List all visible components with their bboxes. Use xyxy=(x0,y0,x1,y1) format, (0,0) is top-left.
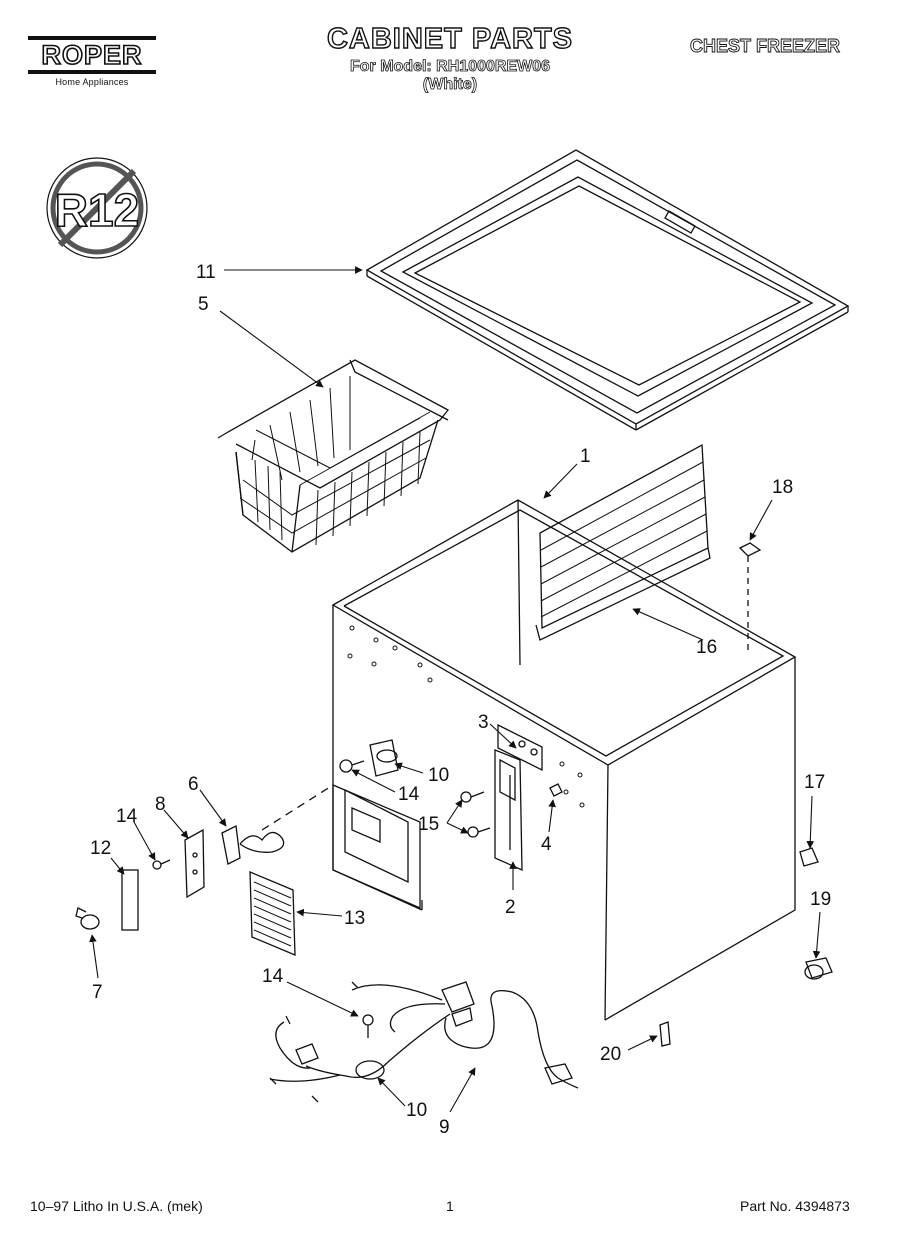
thermostat xyxy=(221,786,331,865)
callout-16: 16 xyxy=(696,637,717,658)
brand-name: ROPER xyxy=(28,36,156,74)
footer-litho: 10–97 Litho In U.S.A. (mek) xyxy=(30,1198,203,1214)
label-plate xyxy=(121,869,139,931)
r12-label: R12 xyxy=(55,184,139,236)
thermostat-plate xyxy=(152,828,205,899)
callout-14-lower: 14 xyxy=(262,966,284,987)
callout-17: 17 xyxy=(804,772,825,793)
callout-20: 20 xyxy=(600,1044,621,1065)
hinge-screws xyxy=(460,783,563,838)
callout-12: 12 xyxy=(90,838,111,859)
clip-20 xyxy=(659,1021,671,1047)
wire-basket xyxy=(217,359,449,553)
model-line: For Model: RH1000REW06 xyxy=(349,58,551,76)
callout-13: 13 xyxy=(344,908,365,929)
callout-3: 3 xyxy=(478,712,489,733)
grille xyxy=(249,871,296,956)
footer-part-number: Part No. 4394873 xyxy=(740,1198,850,1214)
callout-19: 19 xyxy=(810,889,831,910)
thermostat-bracket xyxy=(339,739,399,777)
callout-6: 6 xyxy=(188,774,199,795)
label-18 xyxy=(738,542,762,557)
callout-5: 5 xyxy=(198,294,209,315)
callout-10-lower: 10 xyxy=(406,1100,427,1121)
callout-8: 8 xyxy=(155,794,166,815)
callout-2: 2 xyxy=(505,897,516,918)
callout-7: 7 xyxy=(92,982,103,1003)
product-type: CHEST FREEZER xyxy=(690,36,841,57)
label-17 xyxy=(799,847,819,867)
callout-14-left: 14 xyxy=(116,806,138,827)
callout-9: 9 xyxy=(439,1117,450,1138)
color-line: (White) xyxy=(422,76,478,94)
lid-gasket xyxy=(365,149,850,431)
brand-tagline: Home Appliances xyxy=(55,77,129,87)
no-r12-icon: R12 xyxy=(46,157,148,259)
leveling-leg xyxy=(804,957,833,980)
control-knob xyxy=(75,907,100,930)
model-subtitle: For Model: RH1000REW06 (White) xyxy=(280,58,620,94)
callout-14-upper: 14 xyxy=(398,784,420,805)
divider-panel xyxy=(535,443,711,641)
callout-numbers: 11 5 1 18 16 3 10 14 6 8 14 12 15 4 17 2… xyxy=(90,262,831,1138)
footer-page-number: 1 xyxy=(446,1198,454,1214)
callout-1: 1 xyxy=(580,446,591,467)
callout-10-upper: 10 xyxy=(428,765,449,786)
callout-11: 11 xyxy=(196,262,216,283)
callout-18: 18 xyxy=(772,477,793,498)
page-title: CABINET PARTS xyxy=(326,22,574,55)
roper-logo: ROPER Home Appliances xyxy=(28,36,156,87)
hinge-assembly xyxy=(494,723,543,872)
cabinet xyxy=(331,499,797,1021)
wiring-harness xyxy=(269,981,579,1103)
callout-4: 4 xyxy=(541,834,552,855)
callout-15: 15 xyxy=(418,814,439,835)
